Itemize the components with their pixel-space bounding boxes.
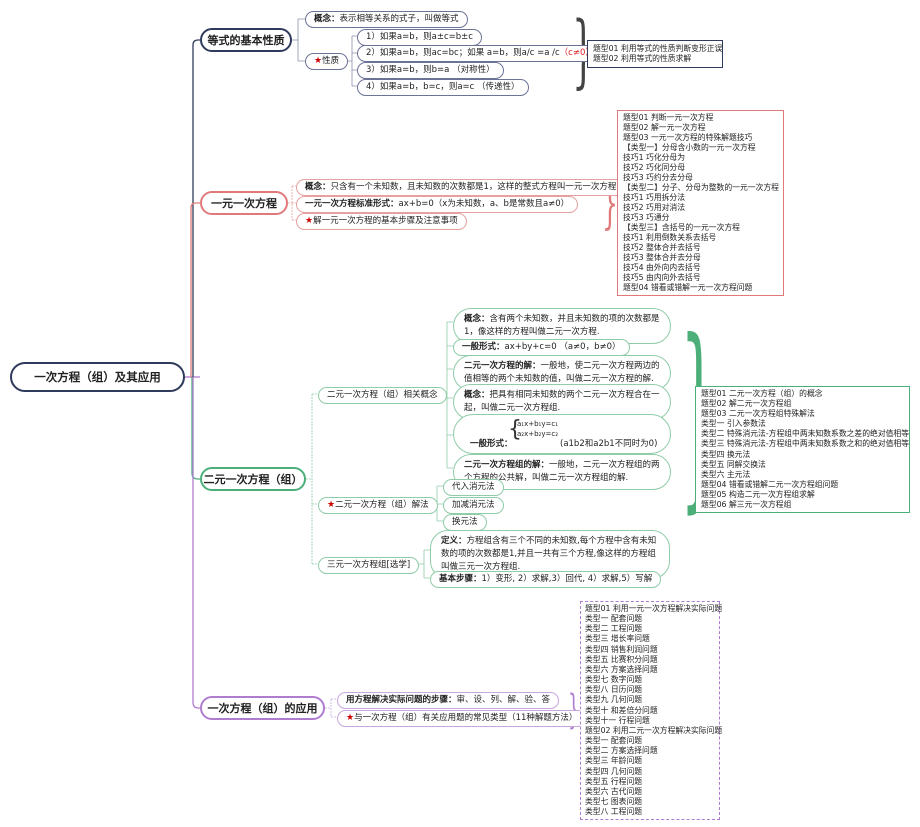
property-item-1[interactable]: 1）如果a=b，则a±c=b±c	[357, 29, 482, 46]
two-var-methods-node[interactable]: ★二元一次方程（组）解法	[318, 497, 438, 514]
property-item-2[interactable]: 2）如果a=b，则ac=bc；如果 a=b，则a/c =a /c（c≠0）	[357, 45, 603, 62]
branch2-title: 一元一次方程	[211, 197, 277, 210]
ternary-node[interactable]: 三元一次方程组[选学]	[318, 557, 420, 574]
branch-two-variable-equation[interactable]: 二元一次方程（组）	[200, 467, 306, 491]
star-icon: ★	[314, 56, 323, 66]
application-common-types[interactable]: ★与一次方程（组）有关应用题的常见类型（11种解题方法）	[337, 710, 587, 727]
linear-solve-steps[interactable]: ★解一元一次方程的基本步骤及注意事项	[296, 213, 467, 230]
equality-property-node[interactable]: ★性质	[305, 53, 349, 70]
star-icon: ★	[305, 216, 314, 226]
branch4-title: 一次方程（组）的应用	[207, 702, 318, 715]
equation-system: { a₁x+b₁y=c₁ a₂x+b₂y=c₂	[508, 417, 559, 442]
branch1-question-types[interactable]: 题型01 利用等式的性质判断变形正误 题型02 利用等式的性质求解	[587, 40, 723, 69]
root-topic[interactable]: 一次方程（组）及其应用	[10, 362, 185, 392]
branch1-title: 等式的基本性质	[207, 34, 285, 47]
two-var-system-general-form[interactable]: 一般形式： { a₁x+b₁y=c₁ a₂x+b₂y=c₂ (a1b2和a2b1…	[453, 414, 671, 454]
application-steps[interactable]: 用方程解决实际问题的步骤：审、设、列、解、验、答	[337, 692, 560, 709]
two-var-concept-1[interactable]: 概念：含有两个未知数，并且未知数的项的次数都是1，像这样的方程叫做二元一次方程.	[453, 308, 671, 344]
branch3-question-types[interactable]: 题型01 二元一次方程（组）的概念 题型02 解二元一次方程组 题型03 二元一…	[695, 386, 910, 514]
left-brace-icon: {	[508, 417, 522, 442]
branch4-question-types[interactable]: 题型01 利用一元一次方程解决实际问题 类型一 配套问题 类型二 工程问题 类型…	[580, 601, 722, 821]
branch3-title: 二元一次方程（组）	[203, 473, 303, 486]
root-title: 一次方程（组）及其应用	[34, 370, 161, 384]
method-elimination[interactable]: 加减消元法	[443, 497, 504, 514]
branch-equality-properties[interactable]: 等式的基本性质	[200, 28, 292, 52]
star-icon: ★	[327, 500, 336, 510]
branch2-question-types[interactable]: 题型01 判断一元一次方程 题型02 解一元一次方程 题型03 一元一次方程的特…	[617, 110, 784, 296]
ternary-steps[interactable]: 基本步骤：1）变形, 2）求解,3）回代, 4）求解,5）写解	[430, 571, 662, 588]
two-var-concepts-node[interactable]: 二元一次方程（组）相关概念	[318, 387, 447, 404]
two-var-general-form[interactable]: 一般形式：ax+by+c=0 （a≠0，b≠0）	[453, 339, 630, 356]
method-substitution[interactable]: 代入消元法	[443, 479, 504, 496]
linear-concept[interactable]: 概念：只含有一个未知数，且未知数的次数都是1，这样的整式方程叫一元一次方程.	[296, 179, 629, 196]
method-substitution-variable[interactable]: 换元法	[443, 514, 487, 531]
property-item-3[interactable]: 3）如果a=b，则b=a （对称性）	[357, 62, 504, 79]
type-item: 题型01 利用等式的性质判断变形正误	[593, 44, 723, 53]
linear-standard-form[interactable]: 一元一次方程标准形式：ax+b=0（x为未知数，a、b是常数且a≠0）	[296, 196, 579, 213]
type-item: 题型02 利用等式的性质求解	[593, 54, 692, 64]
branch-application[interactable]: 一次方程（组）的应用	[200, 696, 325, 720]
branch-linear-equation[interactable]: 一元一次方程	[200, 191, 288, 215]
property-item-4[interactable]: 4）如果a=b，b=c，则a=c （传递性）	[357, 79, 529, 96]
star-icon: ★	[346, 713, 355, 723]
equality-concept[interactable]: 概念：表示相等关系的式子，叫做等式	[305, 11, 468, 28]
